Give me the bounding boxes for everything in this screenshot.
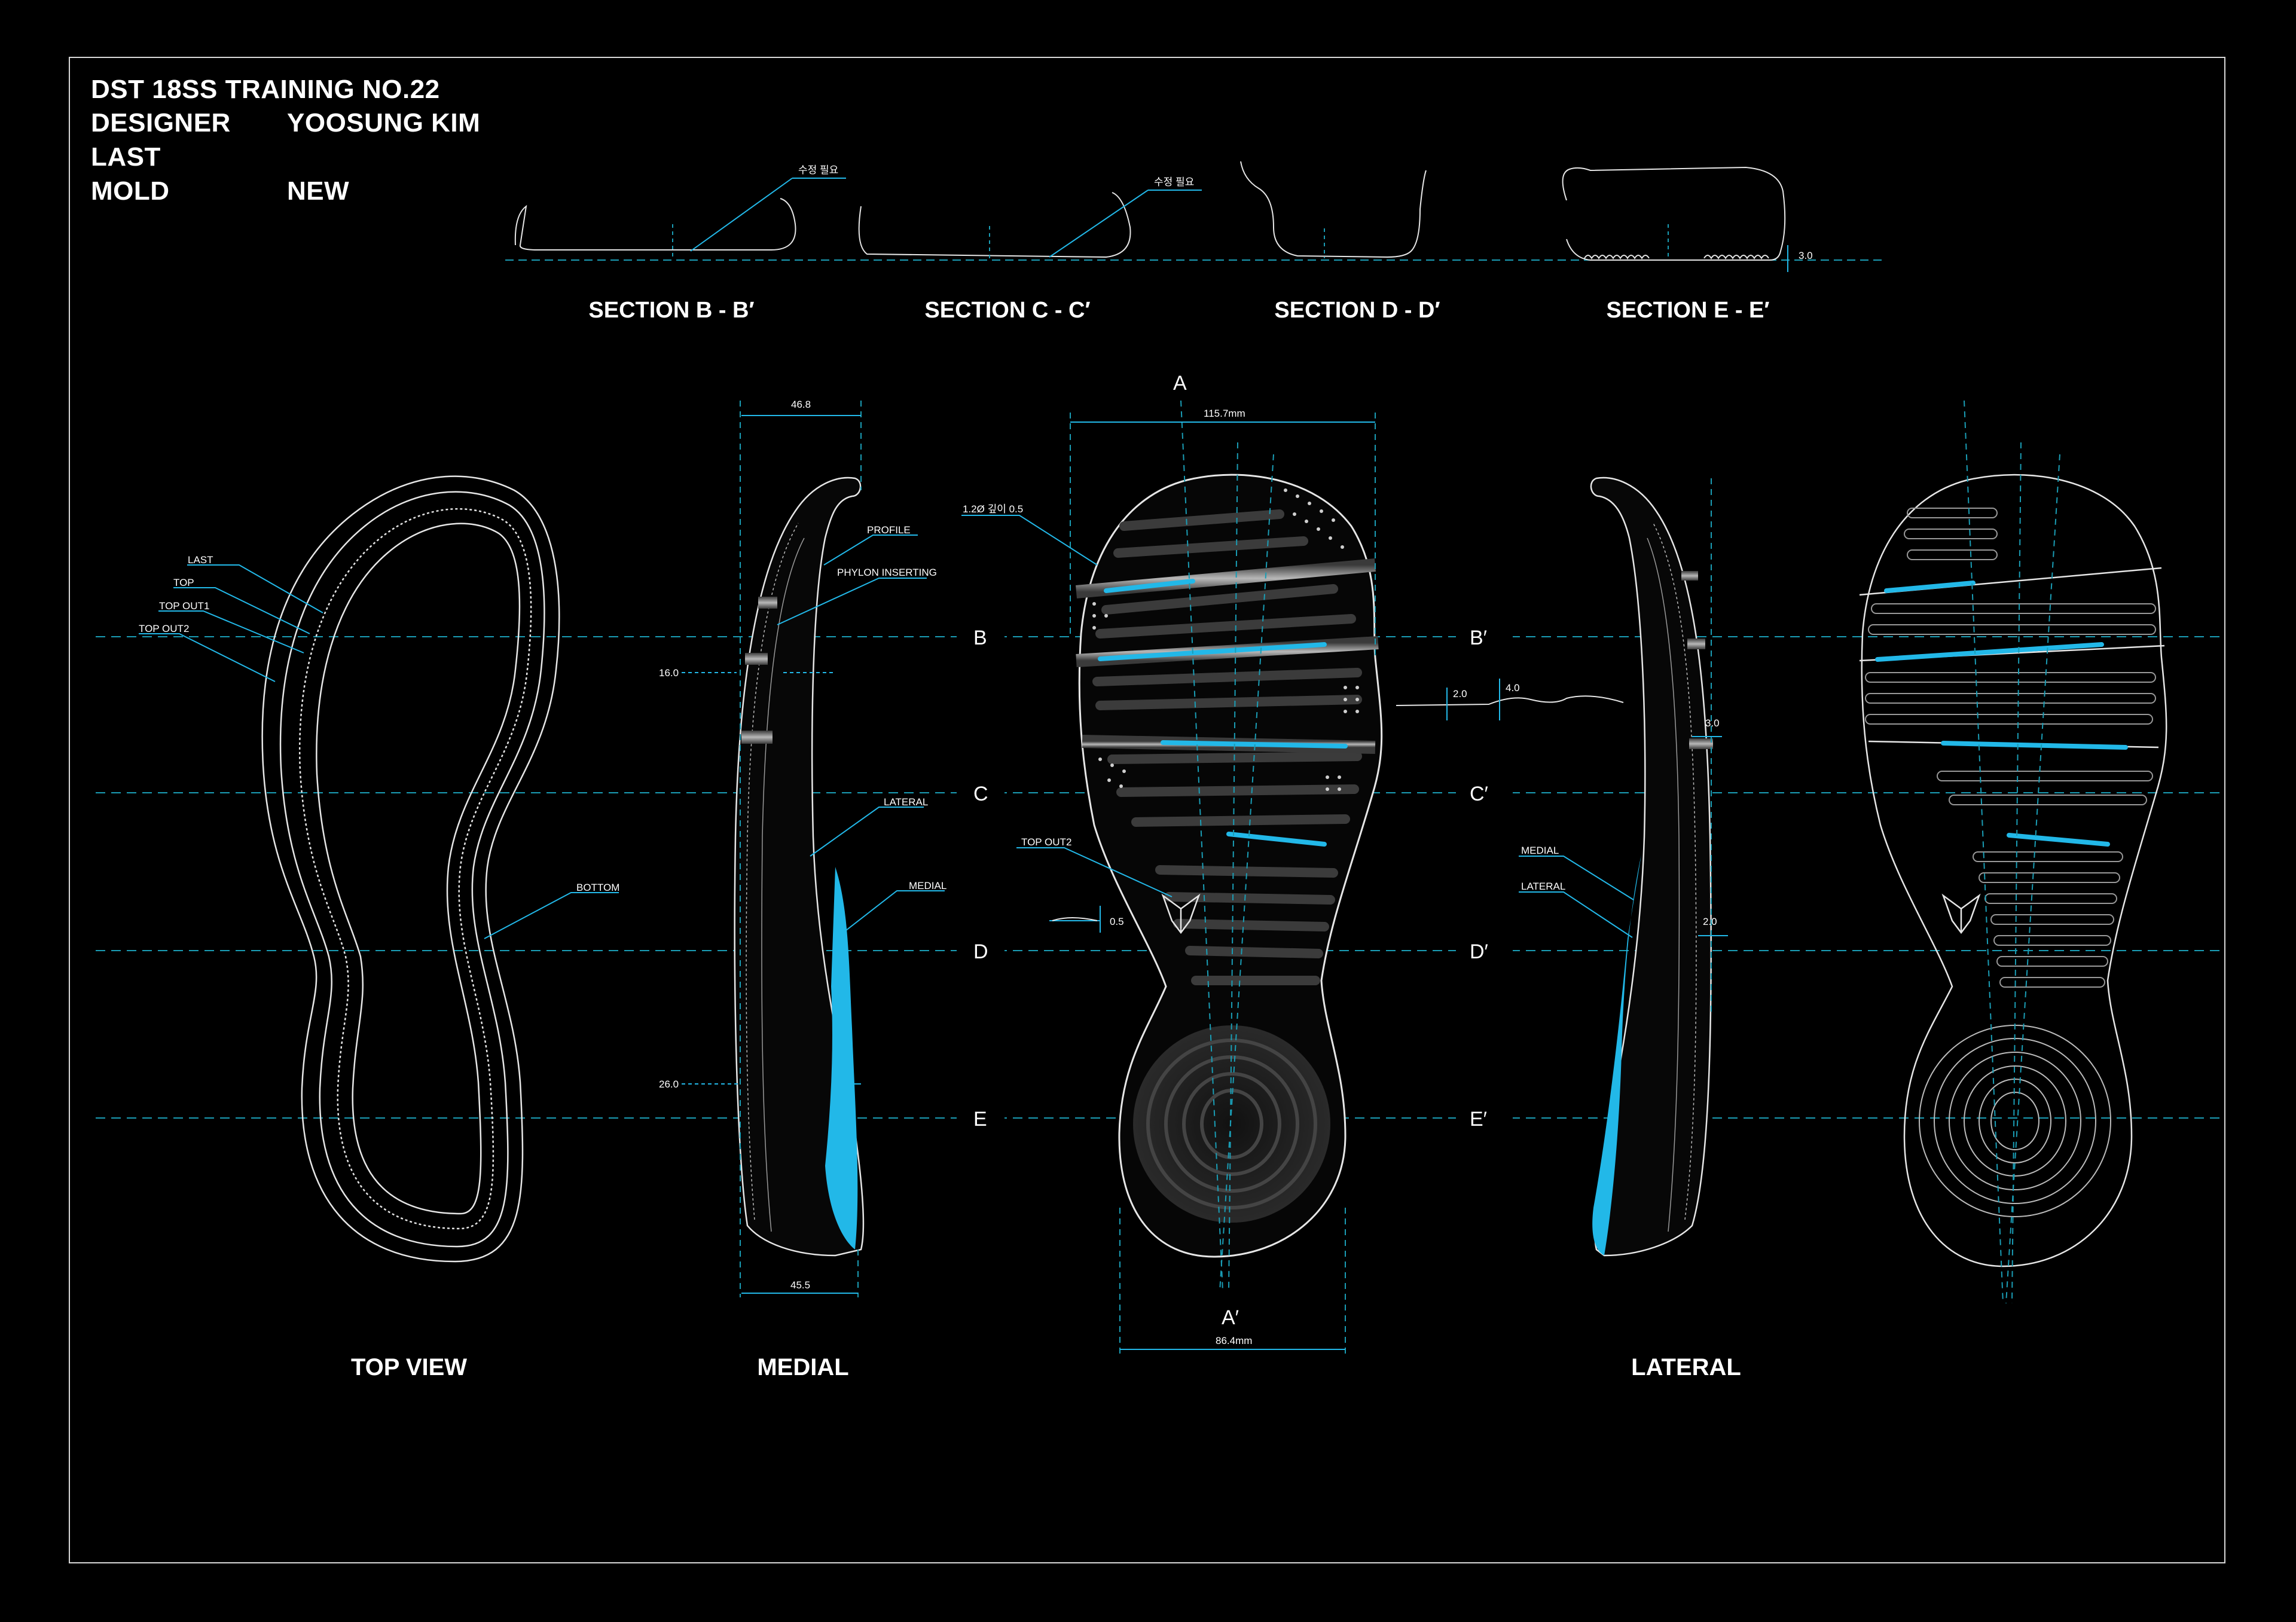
section-c-note: 수정 필요 bbox=[1154, 176, 1194, 188]
designer-value: YOOSUNG KIM bbox=[287, 108, 481, 138]
designer-label: DESIGNER bbox=[91, 108, 231, 138]
logo-depth-text: 0.5 bbox=[1110, 916, 1124, 927]
top-view-leaders bbox=[139, 564, 619, 939]
medial-16-dim-text: 16.0 bbox=[659, 667, 679, 679]
section-c-label: SECTION C - C′ bbox=[924, 298, 1091, 323]
top-view-drawing bbox=[261, 475, 560, 1263]
callout-top-out2-outsole: TOP OUT2 bbox=[1021, 836, 1071, 848]
marker-b-prime: B′ bbox=[1470, 627, 1487, 649]
callout-phylon-inserting: PHYLON INSERTING bbox=[837, 567, 937, 578]
lateral-callout-lateral: LATERAL bbox=[1521, 881, 1565, 892]
section-b-profile bbox=[514, 198, 796, 251]
lateral-dim-20: 2.0 bbox=[1703, 916, 1717, 927]
callout-top-out2: TOP OUT2 bbox=[139, 623, 189, 634]
medial-outline bbox=[734, 476, 865, 1257]
groove-note: 1.2Ø 깊이 0.5 bbox=[963, 503, 1023, 515]
outsole-heel-text: 86.4mm bbox=[1216, 1335, 1252, 1346]
outsole-flex-accent-3 bbox=[1161, 740, 1348, 749]
lateral-callout-medial: MEDIAL bbox=[1521, 845, 1559, 856]
outsole-flex-accent-4 bbox=[1226, 832, 1327, 847]
profile-dim-b: 4.0 bbox=[1506, 682, 1520, 694]
section-e-profile bbox=[1562, 166, 1786, 261]
mold-value: NEW bbox=[287, 176, 350, 206]
logo-mark-line-icon bbox=[1941, 893, 1981, 934]
outsole-line-accent-4 bbox=[2007, 833, 2110, 847]
top-view-outer bbox=[261, 475, 560, 1263]
last-label: LAST bbox=[91, 142, 161, 172]
marker-d-prime: D′ bbox=[1470, 940, 1488, 963]
marker-b: B bbox=[973, 627, 987, 649]
marker-c-prime: C′ bbox=[1470, 783, 1488, 805]
top-view-last bbox=[299, 508, 532, 1230]
outsole-drawing bbox=[961, 400, 1383, 1357]
marker-a: A bbox=[1173, 372, 1187, 395]
section-b-note: 수정 필요 bbox=[798, 164, 838, 176]
outsole-line-drawing bbox=[1859, 400, 2167, 1304]
outsole-width-text: 115.7mm bbox=[1204, 408, 1245, 419]
outsole-line-outline bbox=[1861, 474, 2167, 1267]
section-profiles bbox=[505, 161, 1883, 272]
section-c-note-leader bbox=[1049, 190, 1149, 258]
medial-accent bbox=[825, 867, 858, 1250]
section-e-tread-b bbox=[1703, 255, 1769, 259]
callout-top: TOP bbox=[173, 577, 194, 588]
callout-lateral: LATERAL bbox=[884, 796, 928, 808]
section-e-label: SECTION E - E′ bbox=[1606, 298, 1770, 323]
medial-26-dim-text: 26.0 bbox=[659, 1079, 679, 1090]
section-e-tread-a bbox=[1584, 255, 1650, 259]
callout-medial: MEDIAL bbox=[909, 880, 947, 891]
medial-bottom-dim-text: 45.5 bbox=[790, 1279, 810, 1291]
outsole-line-accent-2 bbox=[1875, 642, 2104, 662]
outsole-line-accent-1 bbox=[1884, 581, 1976, 593]
section-d-label: SECTION D - D′ bbox=[1274, 298, 1440, 323]
mold-label: MOLD bbox=[91, 176, 170, 206]
outsole-line-accent-3 bbox=[1941, 741, 2128, 750]
section-b-note-leader bbox=[690, 178, 793, 252]
top-view-label: TOP VIEW bbox=[350, 1354, 468, 1380]
section-d-profile bbox=[1240, 161, 1427, 258]
medial-top-dim-text: 46.8 bbox=[791, 399, 811, 410]
top-view-top bbox=[279, 491, 545, 1248]
section-c-profile bbox=[858, 192, 1131, 258]
outsole-flex-accent-1 bbox=[1104, 579, 1195, 593]
marker-a-prime: A′ bbox=[1222, 1306, 1239, 1329]
marker-e: E bbox=[973, 1108, 987, 1131]
lateral-view-label: LATERAL bbox=[1631, 1354, 1741, 1380]
lateral-dim-30: 3.0 bbox=[1705, 717, 1720, 729]
medial-view-drawing bbox=[682, 401, 945, 1297]
logo-mark-icon bbox=[1161, 893, 1201, 934]
sheet-title: DST 18SS TRAINING NO.22 bbox=[91, 75, 440, 104]
lateral-accent bbox=[1592, 855, 1641, 1256]
marker-c: C bbox=[973, 783, 988, 805]
lateral-view-drawing bbox=[1519, 476, 1728, 1257]
callout-bottom: BOTTOM bbox=[576, 882, 619, 893]
drawing-frame bbox=[69, 57, 2225, 1563]
medial-view-label: MEDIAL bbox=[757, 1354, 849, 1380]
section-e-dim: 3.0 bbox=[1799, 250, 1813, 261]
profile-dim-a: 2.0 bbox=[1453, 688, 1467, 699]
callout-profile: PROFILE bbox=[867, 524, 911, 536]
outsole-flex-accent-2 bbox=[1098, 642, 1327, 661]
top-view-inner bbox=[316, 523, 521, 1215]
callout-last: LAST bbox=[188, 554, 213, 566]
section-b-label: SECTION B - B′ bbox=[588, 298, 755, 323]
marker-d: D bbox=[973, 940, 988, 963]
callout-top-out1: TOP OUT1 bbox=[159, 600, 209, 612]
marker-e-prime: E′ bbox=[1470, 1108, 1487, 1131]
profile-detail bbox=[1396, 679, 1624, 720]
